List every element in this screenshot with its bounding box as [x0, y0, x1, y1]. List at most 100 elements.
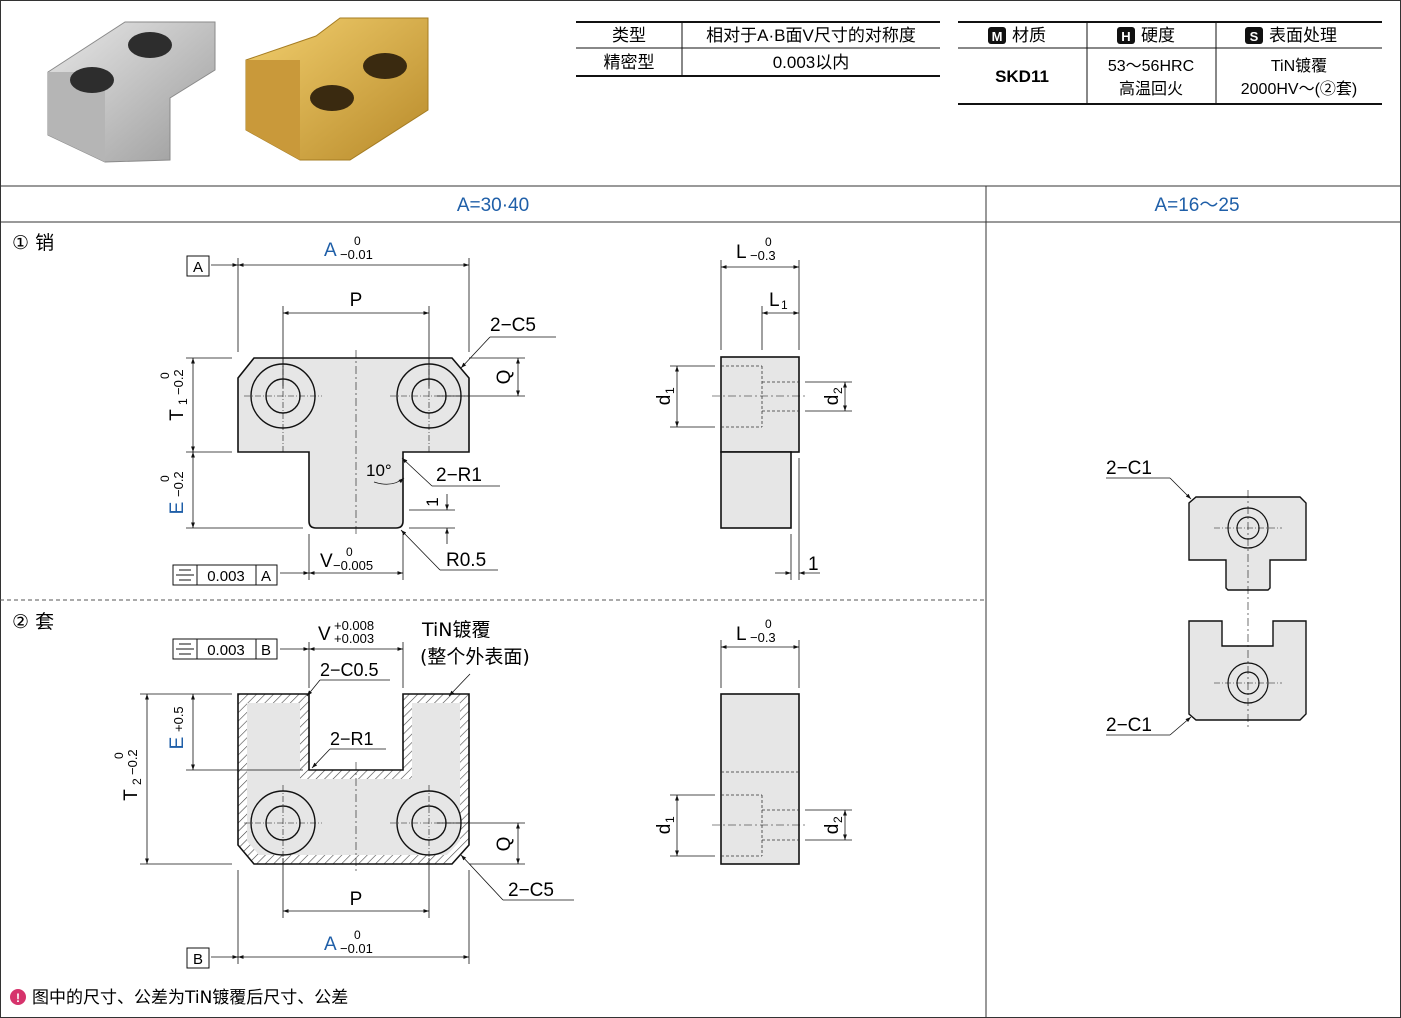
sleeve-dim-e: E: [167, 737, 188, 750]
hardness-badge-icon: [1117, 27, 1135, 44]
pin-dim-e: E: [167, 502, 188, 515]
small-size-leaders: [1106, 477, 1192, 736]
svg-text:M: M: [992, 29, 1003, 44]
sleeve-side-tol-l: −0.3: [750, 630, 776, 645]
pin-side-dimensions: [670, 260, 852, 580]
right-column-header: A=16～25: [1154, 195, 1239, 216]
svg-text:1: 1: [663, 816, 677, 823]
pin-side-dim-one: 1: [808, 554, 819, 575]
pin-side-dim-l1: L: [769, 290, 780, 311]
svg-text:1: 1: [176, 398, 190, 405]
symmetry-header: 相对于A·B面V尺寸的对称度: [706, 26, 916, 45]
warning-icon: [10, 989, 26, 1005]
sleeve-side-dim-d1: d: [654, 824, 675, 835]
pin-tol-e: −0.2: [171, 471, 186, 497]
symmetry-value: 0.003以内: [773, 53, 850, 72]
sleeve-dimension-labels: 0.003 B V +0.008 +0.003 TiN镀覆 (整个外表面) 2−…: [112, 618, 554, 969]
pin-r05: R0.5: [446, 550, 486, 571]
pin-side-dim-d1: d: [654, 395, 675, 406]
sleeve-dimensions: [140, 642, 574, 964]
sleeve-dim-t2: T: [121, 789, 142, 801]
svg-text:!: !: [16, 991, 20, 1005]
small-chamfer-bottom: 2−C1: [1106, 715, 1152, 736]
surface-hardness: 2000HV～(②套): [1241, 80, 1357, 98]
svg-text:0.003: 0.003: [207, 568, 245, 585]
svg-text:0: 0: [158, 475, 172, 482]
sleeve-side-labels: L 0 −0.3 d 1 d 2: [654, 617, 845, 834]
pin-tol-t1: −0.2: [171, 369, 186, 395]
small-chamfer-top: 2−C1: [1106, 458, 1152, 479]
sleeve-symmetry-frame: 0.003 B: [172, 638, 278, 660]
pin-side-view: [712, 356, 808, 529]
pin-tol-v: −0.005: [333, 558, 373, 573]
sleeve-side-dimensions: [670, 640, 852, 857]
sleeve-coating-line1: TiN镀覆: [421, 619, 491, 641]
note-text: 图中的尺寸、公差为TiN镀覆后尺寸、公差: [32, 988, 348, 1008]
sleeve-tol-t2: −0.2: [125, 749, 140, 775]
pin-dim-a: A: [324, 240, 337, 261]
small-sleeve-view: [1188, 620, 1307, 721]
pin-angle: 10°: [366, 461, 392, 480]
sleeve-tol-a: −0.01: [340, 941, 373, 956]
sleeve-dim-p: P: [350, 889, 363, 910]
spec-table: 类型 相对于A·B面V尺寸的对称度 精密型 0.003以内: [576, 21, 940, 77]
pin-dim-p: P: [350, 290, 363, 311]
pin-tol-a: −0.01: [340, 247, 373, 262]
sleeve-dim-v: V: [318, 624, 331, 645]
pin-side-labels: L 0 −0.3 L 1 d 1 d 2 1: [654, 235, 845, 575]
sleeve-section-label: ② 套: [12, 611, 54, 633]
pin-dim-one: 1: [423, 497, 442, 506]
left-column-header: A=30·40: [457, 195, 529, 216]
pin-radius: 2−R1: [436, 465, 482, 486]
surface-badge-icon: [1245, 27, 1263, 44]
material-table: M 材质 H 硬度 S 表面处理 SKD11 53～56HRC 高温回火 TiN…: [958, 21, 1382, 105]
datum-a-label: A: [193, 259, 203, 276]
pin-front-view: [237, 350, 470, 536]
pin-symmetry-frame: 0.003 A: [172, 564, 278, 586]
sleeve-tol-v-upper: +0.008: [334, 618, 374, 633]
sleeve-side-dim-d2: d: [822, 824, 843, 835]
svg-text:S: S: [1250, 29, 1259, 44]
datum-a-box: [186, 255, 210, 277]
hardness-treatment: 高温回火: [1119, 80, 1183, 98]
pin-side-tol-l: −0.3: [750, 248, 776, 263]
sleeve-dim-q: Q: [494, 837, 515, 852]
pin-dim-q: Q: [494, 370, 515, 385]
pin-dimension-labels: A A 0 −0.01 P 2−C5 Q T 1 0 −0.2 E 0 −0.2…: [158, 234, 536, 586]
datum-b-box: [186, 947, 210, 969]
svg-text:0.003: 0.003: [207, 642, 245, 659]
sleeve-chamfer: 2−C5: [508, 880, 554, 901]
svg-text:0: 0: [112, 752, 126, 759]
svg-text:2: 2: [130, 778, 144, 785]
svg-text:1: 1: [663, 387, 677, 394]
type-header: 类型: [612, 26, 646, 45]
svg-text:2: 2: [831, 816, 845, 823]
pin-dimensions: [186, 258, 556, 580]
sleeve-front-view: [237, 693, 470, 872]
svg-text:H: H: [1121, 29, 1130, 44]
sleeve-chamfer-small: 2−C0.5: [320, 660, 379, 680]
small-pin-view: [1188, 496, 1307, 591]
svg-text:2: 2: [831, 387, 845, 394]
svg-text:0: 0: [765, 617, 772, 631]
svg-text:B: B: [261, 642, 271, 659]
sleeve-side-dim-l: L: [736, 624, 747, 645]
pin-chamfer: 2−C5: [490, 315, 536, 336]
pin-side-dim-d2: d: [822, 395, 843, 406]
hardness-header: 硬度: [1141, 26, 1175, 45]
svg-text:0: 0: [354, 928, 361, 942]
material-value: SKD11: [995, 67, 1049, 86]
sleeve-coating-line2: (整个外表面): [420, 646, 530, 668]
datum-b-label: B: [193, 951, 203, 968]
svg-text:0: 0: [765, 235, 772, 249]
pin-dim-t1: T: [167, 409, 188, 421]
sleeve-radius: 2−R1: [330, 729, 374, 749]
sleeve-tol-v-lower: +0.003: [334, 631, 374, 646]
svg-text:0: 0: [346, 545, 353, 559]
svg-text:A: A: [261, 568, 271, 585]
sleeve-dim-a: A: [324, 934, 337, 955]
pin-section-label: ① 销: [12, 232, 54, 254]
svg-text:0: 0: [354, 234, 361, 248]
